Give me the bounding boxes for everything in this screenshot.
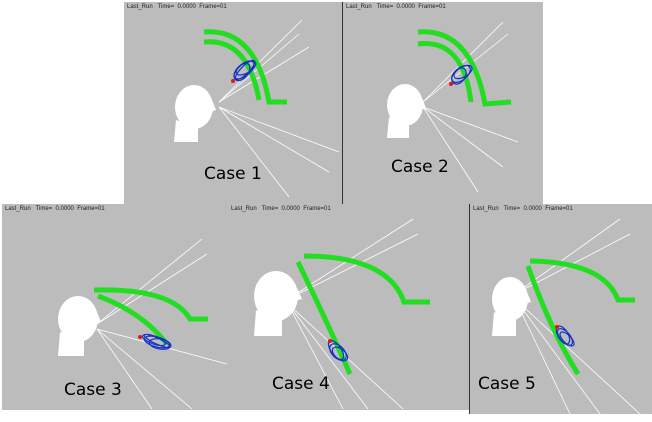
case-label: Case 4 <box>272 374 330 394</box>
scene-case-3 <box>58 238 228 410</box>
panel-case-3: Last_Run Time= 0.0000 Frame=01 Case 3 <box>2 204 228 410</box>
ray-lines <box>96 238 228 410</box>
scene-case-4 <box>254 218 430 410</box>
run-header: Last_Run Time= 0.0000 Frame=01 <box>127 4 227 10</box>
particle-cluster <box>142 333 172 350</box>
panel-case-5: Last_Run Time= 0.0000 Frame=01 Case 5 <box>470 204 652 414</box>
head-silhouette-icon <box>254 271 302 336</box>
case-label: Case 3 <box>64 380 122 400</box>
run-header: Last_Run Time= 0.0000 Frame=01 <box>473 206 573 212</box>
impact-marker <box>231 79 235 83</box>
impact-marker <box>449 82 453 86</box>
trajectory-path <box>303 253 430 305</box>
run-header: Last_Run Time= 0.0000 Frame=01 <box>346 4 446 10</box>
trajectory-path <box>417 29 512 107</box>
scene-case-2 <box>387 21 519 193</box>
impact-marker <box>138 335 142 339</box>
head-silhouette-icon <box>174 85 216 142</box>
panel-case-2: Last_Run Time= 0.0000 Frame=01 Case 2 <box>343 2 543 204</box>
trajectory-path <box>525 265 581 376</box>
case-label: Case 2 <box>391 157 449 177</box>
case-label: Case 5 <box>478 374 536 394</box>
ray-lines <box>422 21 519 193</box>
trajectory-path <box>417 41 474 103</box>
run-header: Last_Run Time= 0.0000 Frame=01 <box>231 206 331 212</box>
impact-marker <box>328 339 332 343</box>
trajectory-path <box>93 287 208 322</box>
particle-cluster <box>233 59 257 82</box>
case-label: Case 1 <box>204 164 262 184</box>
trajectory-path <box>203 29 287 105</box>
panel-divider <box>469 204 470 414</box>
particle-cluster <box>451 64 473 85</box>
panel-case-1: Last_Run Time= 0.0000 Frame=01 Case 1 <box>124 2 344 204</box>
head-silhouette-icon <box>492 277 531 336</box>
trajectory-path <box>295 260 353 376</box>
panel-case-4: Last_Run Time= 0.0000 Frame=01 Case 4 <box>228 204 470 410</box>
trajectory-path <box>203 39 262 101</box>
panel-divider <box>342 2 343 204</box>
scene-case-1 <box>174 19 340 198</box>
head-silhouette-icon <box>387 84 426 138</box>
run-header: Last_Run Time= 0.0000 Frame=01 <box>5 206 105 212</box>
head-silhouette-icon <box>58 296 101 356</box>
scene-case-5 <box>492 218 641 414</box>
impact-marker <box>555 325 559 329</box>
trajectory-path <box>529 258 635 303</box>
